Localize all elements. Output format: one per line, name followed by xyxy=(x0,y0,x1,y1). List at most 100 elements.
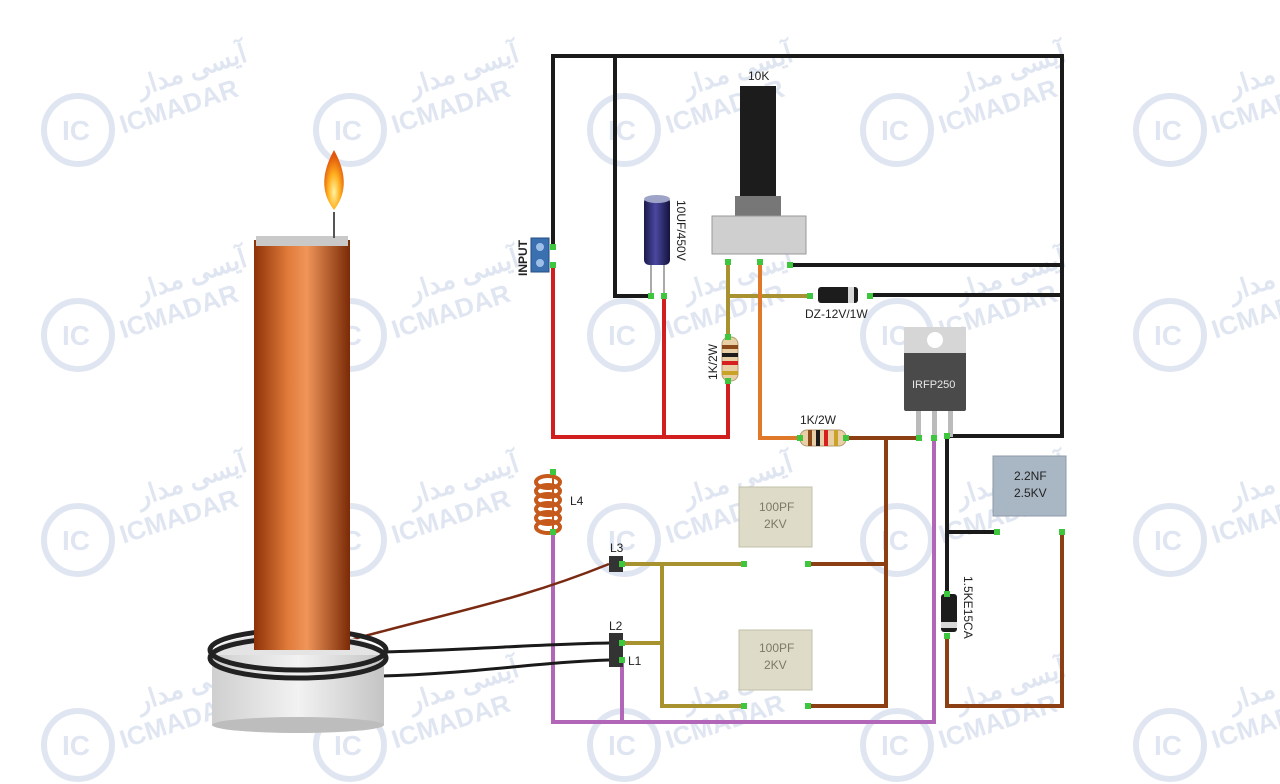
inductor-l4-turn xyxy=(534,501,562,517)
input-terminal-block xyxy=(530,237,550,273)
mosfet-hole xyxy=(927,332,943,348)
watermark-logo-text: IC xyxy=(1154,525,1182,556)
watermark-logo-text: IC xyxy=(1154,730,1182,761)
capacitor-2-2nf xyxy=(992,455,1067,517)
wires xyxy=(349,54,1064,724)
solder-pad xyxy=(550,529,556,535)
solder-pad xyxy=(805,703,811,709)
watermark-logo-text: IC xyxy=(608,730,636,761)
watermark-logo-text: IC xyxy=(62,730,90,761)
wire-olive xyxy=(660,564,744,708)
watermark-logo-text: IC xyxy=(608,320,636,351)
watermark-logo-text: IC xyxy=(608,115,636,146)
watermark-logo-ring xyxy=(587,503,661,577)
resistor-vertical-band-2 xyxy=(722,353,738,357)
solder-pad xyxy=(757,259,763,265)
resistor-vertical-band-1 xyxy=(722,345,738,349)
wire-purple xyxy=(551,438,936,724)
watermark-logo-text: IC xyxy=(62,115,90,146)
capacitor-100pf-bottom xyxy=(738,629,813,691)
label-tvs: 1.5KE15CA xyxy=(961,576,975,639)
solder-pad xyxy=(843,435,849,441)
solder-pad xyxy=(944,433,950,439)
solder-pads xyxy=(550,244,1065,709)
potentiometer-shaft xyxy=(740,86,776,202)
label-res-v: 1K/2W xyxy=(706,343,720,380)
label-l1: L1 xyxy=(628,654,642,668)
solder-pad xyxy=(725,334,731,340)
solder-pad xyxy=(661,293,667,299)
secondary-coil xyxy=(254,240,350,650)
watermark-logo-text: IC xyxy=(334,730,362,761)
connector-l3 xyxy=(609,556,623,572)
solder-pad xyxy=(741,561,747,567)
wire-brown xyxy=(945,532,1064,708)
solder-pad xyxy=(619,640,625,646)
solder-pad xyxy=(867,293,873,299)
capacitor-10uf xyxy=(644,195,670,296)
watermark-logo-ring xyxy=(860,93,934,167)
solder-pad xyxy=(805,561,811,567)
wire-red xyxy=(551,265,666,439)
watermark-logo-text: IC xyxy=(1154,115,1182,146)
watermark-logo-text: IC xyxy=(1154,320,1182,351)
inductor-l4-turn xyxy=(534,519,562,535)
label-cap-bot-2: 2KV xyxy=(764,658,787,672)
watermark-logo-text: IC xyxy=(334,115,362,146)
potentiometer-body xyxy=(711,215,807,255)
solder-pad xyxy=(807,293,813,299)
label-l3: L3 xyxy=(610,541,624,555)
label-l2: L2 xyxy=(609,619,623,633)
zener-band xyxy=(848,287,854,303)
watermark-logo-ring xyxy=(1133,708,1207,782)
solder-pad xyxy=(787,262,793,268)
resistor-horizontal xyxy=(799,429,847,447)
watermark-logo-text: IC xyxy=(608,525,636,556)
watermark-logo-ring xyxy=(41,708,115,782)
inductor-l4-turn xyxy=(534,510,562,526)
solder-pad xyxy=(619,657,625,663)
wire-orange xyxy=(758,262,800,440)
resistor-vertical xyxy=(721,336,739,382)
label-cap-top-1: 100PF xyxy=(759,500,794,514)
wire-brown xyxy=(808,438,888,708)
watermark-logo-ring xyxy=(1133,503,1207,577)
flame-icon xyxy=(324,150,344,210)
lead-wire-l2 xyxy=(379,641,610,654)
watermark-logo-ring xyxy=(41,298,115,372)
solder-pad xyxy=(550,244,556,250)
capacitor-100pf-top xyxy=(738,486,813,548)
resistor-horizontal-band-1 xyxy=(808,430,812,446)
watermark-logo-text: IC xyxy=(881,115,909,146)
label-res-h: 1K/2W xyxy=(800,413,837,427)
solder-pad xyxy=(741,703,747,709)
label-l4: L4 xyxy=(570,494,584,508)
watermark-logo-ring xyxy=(1133,93,1207,167)
potentiometer-bushing xyxy=(735,196,781,218)
resistor-vertical-band-3 xyxy=(722,361,738,365)
mosfet-pin-drain xyxy=(932,411,937,437)
solder-pad xyxy=(797,435,803,441)
mosfet-irfp250 xyxy=(904,327,966,437)
resistor-horizontal-body xyxy=(799,429,847,447)
mosfet-pin-gate xyxy=(916,411,921,437)
solder-pad xyxy=(944,591,950,597)
secondary-coil-top-cap xyxy=(256,236,348,246)
watermark-logo-ring xyxy=(860,708,934,782)
watermark-logo-ring xyxy=(313,93,387,167)
mosfet-pin-source xyxy=(948,411,953,437)
watermark-logo-text: IC xyxy=(881,730,909,761)
inductor-l4-turn xyxy=(534,492,562,508)
solder-pad xyxy=(944,633,950,639)
solder-pad xyxy=(916,435,922,441)
tvs-diode xyxy=(941,594,957,632)
